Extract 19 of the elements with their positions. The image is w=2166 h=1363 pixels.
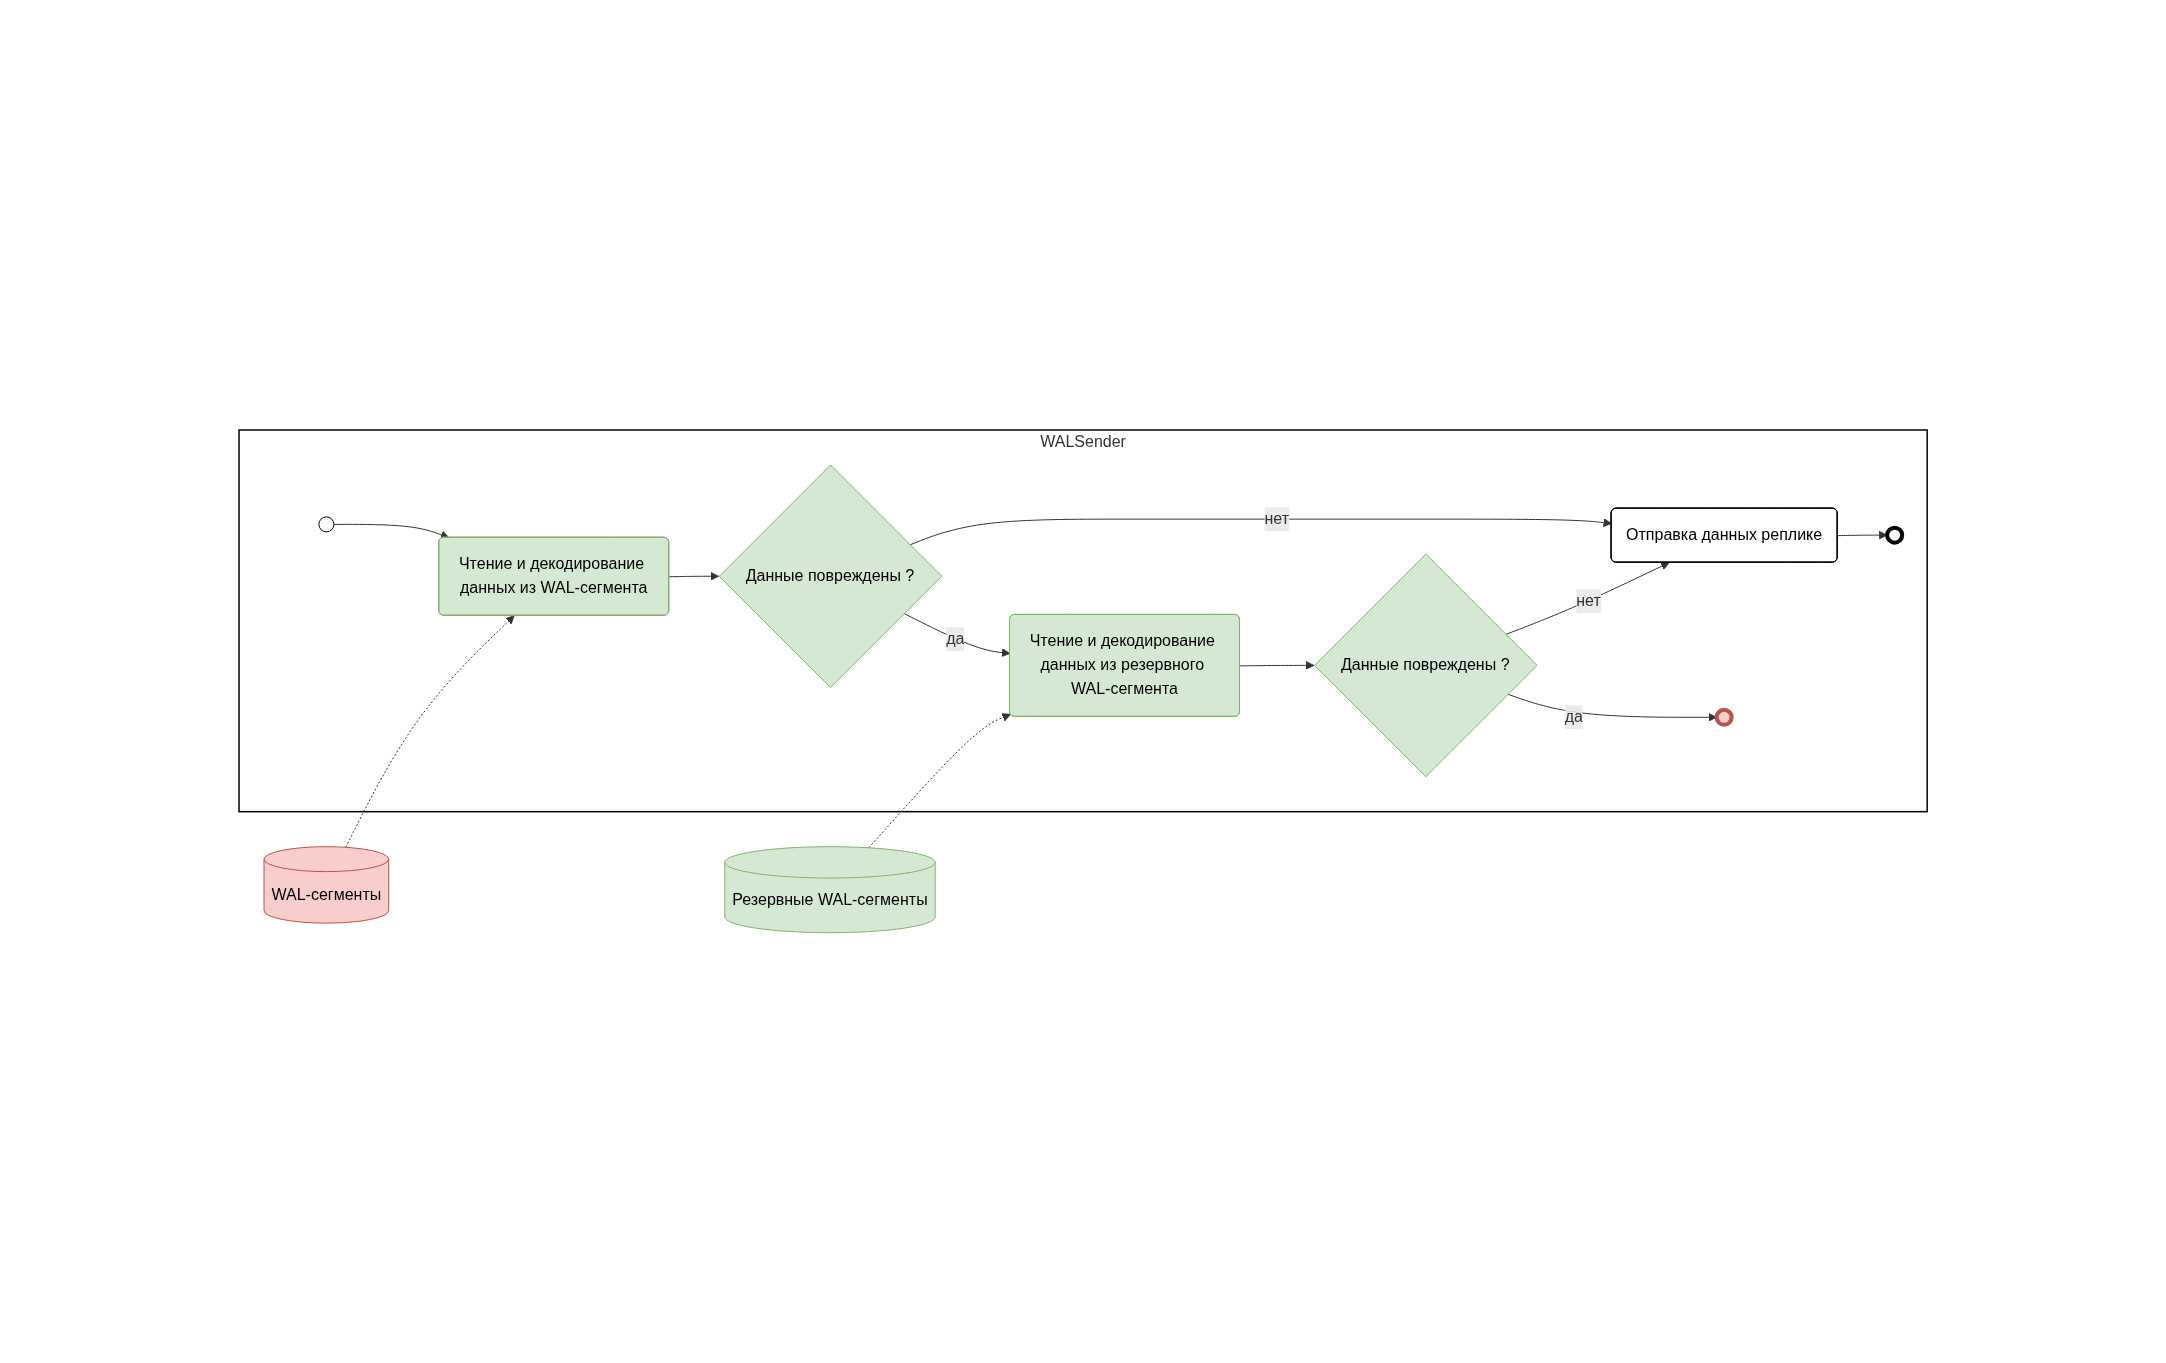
edge-label: да (946, 630, 965, 648)
arrow (333, 524, 450, 540)
arrow (1505, 562, 1670, 636)
node-circle (1885, 525, 1905, 545)
arrow (909, 518, 1612, 546)
arrow (868, 713, 1011, 849)
arrow (1507, 693, 1717, 722)
arrow (668, 572, 719, 581)
arrow (1837, 530, 1888, 540)
edge-label: нет (1264, 510, 1289, 528)
node-circle (1714, 707, 1734, 727)
arrow (345, 615, 515, 848)
arrow (903, 613, 1011, 658)
arrow (1239, 661, 1315, 670)
node-circle (318, 516, 335, 533)
node-diamond: Данные повреждены ? (718, 464, 943, 689)
edge-label: да (1564, 708, 1583, 726)
edge-label: нет (1576, 592, 1601, 610)
node-diamond: Данные повреждены ? (1313, 553, 1538, 778)
